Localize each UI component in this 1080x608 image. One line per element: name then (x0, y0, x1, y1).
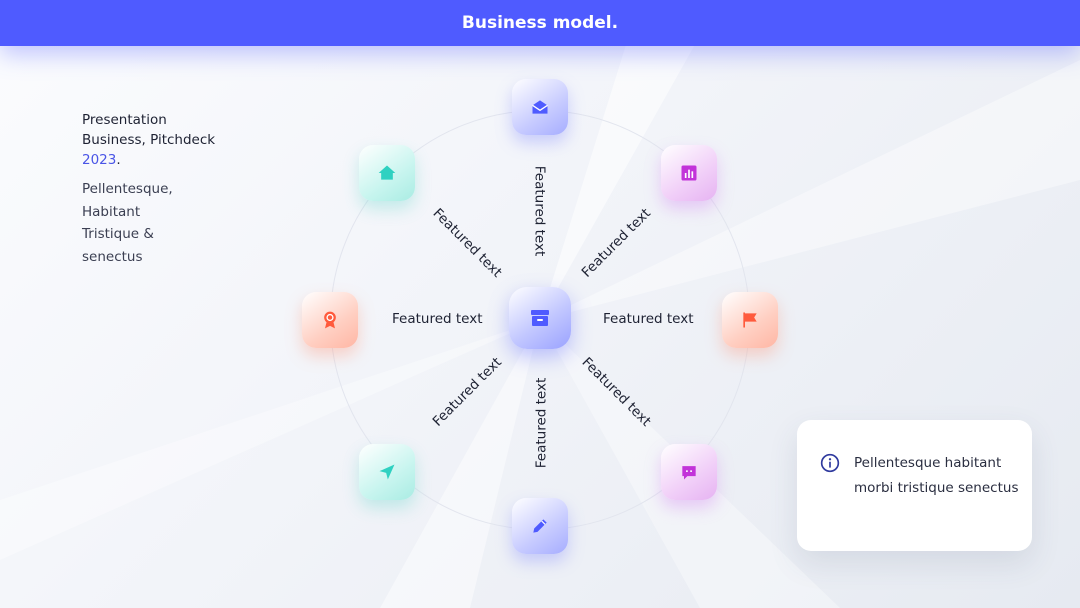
sidebar-line-1: Presentation (82, 112, 167, 128)
sidebar-period: . (116, 152, 121, 168)
info-circle-icon (820, 453, 840, 473)
paper-plane-icon (379, 464, 395, 480)
sidebar-text: Presentation Business, Pitchdeck 2023. P… (82, 110, 262, 268)
node-paper-plane[interactable] (359, 444, 415, 500)
label-right: Featured text (603, 311, 694, 327)
flag-icon (743, 312, 757, 328)
sidebar-year: 2023 (82, 152, 117, 168)
center-node[interactable] (509, 287, 571, 349)
label-top: Featured text (531, 165, 548, 257)
info-card: Pellentesque habitant morbi tristique se… (797, 420, 1032, 551)
award-ribbon-icon (324, 311, 336, 329)
node-home[interactable] (359, 145, 415, 201)
chat-bubble-icon (682, 466, 696, 480)
sidebar-desc-line: Pellentesque, (82, 181, 173, 197)
page-title: Business model. (461, 13, 619, 33)
pencil-icon (533, 519, 547, 533)
node-chat[interactable] (661, 444, 717, 500)
info-line-2: morbi tristique senectus (854, 480, 1019, 496)
bar-chart-icon (681, 165, 697, 181)
home-icon (378, 165, 396, 180)
node-envelope[interactable] (512, 79, 568, 135)
sidebar-desc-line: Habitant (82, 203, 141, 220)
header-bar: Business model. (0, 0, 1080, 46)
info-text: Pellentesque habitant morbi tristique se… (854, 451, 1024, 501)
sidebar-description: Pellentesque, Habitant Tristique & senec… (82, 178, 262, 268)
node-award[interactable] (302, 292, 358, 348)
sidebar-desc-line: senectus (82, 248, 143, 265)
envelope-open-icon (532, 100, 548, 114)
node-flag[interactable] (722, 292, 778, 348)
archive-box-icon (531, 310, 549, 326)
sidebar-year-line: 2023. (82, 150, 262, 170)
label-bottom: Featured text (533, 377, 550, 469)
sidebar-line-2: Business, Pitchdeck (82, 132, 216, 148)
node-chart[interactable] (661, 145, 717, 201)
node-pencil[interactable] (512, 498, 568, 554)
label-left: Featured text (392, 311, 483, 327)
sidebar-desc-line: Tristique & (82, 226, 154, 242)
info-line-1: Pellentesque habitant (854, 455, 1002, 471)
